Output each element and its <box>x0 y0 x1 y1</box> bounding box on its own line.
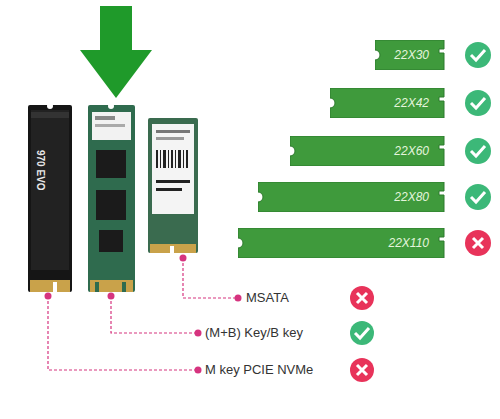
size-label: 22X42 <box>394 96 447 110</box>
type-label: M key PCIE NVMe <box>205 362 313 377</box>
sata-m2-ssd <box>88 103 135 292</box>
size-label: 22X30 <box>394 48 447 62</box>
size-bar: 22X60 <box>290 136 447 166</box>
size-bar: 22X80 <box>258 182 447 212</box>
type-label: MSATA <box>246 290 289 305</box>
size-label: 22X110 <box>389 236 447 250</box>
model-label: 970 EVO <box>35 150 46 191</box>
msata-ssd <box>148 118 198 253</box>
bar-outline <box>330 88 447 118</box>
size-bar: 22X42 <box>330 88 447 118</box>
type-label: (M+B) Key/B key <box>205 325 303 340</box>
size-label: 22X60 <box>394 144 447 158</box>
size-label: 22X80 <box>394 190 447 204</box>
pointer-arrow <box>80 6 152 98</box>
size-bar: 22X30 <box>375 40 447 70</box>
leader-dot <box>45 255 242 374</box>
leader-line <box>48 258 238 370</box>
size-bar: 22X110 <box>238 228 447 258</box>
nvme-ssd <box>28 103 72 292</box>
